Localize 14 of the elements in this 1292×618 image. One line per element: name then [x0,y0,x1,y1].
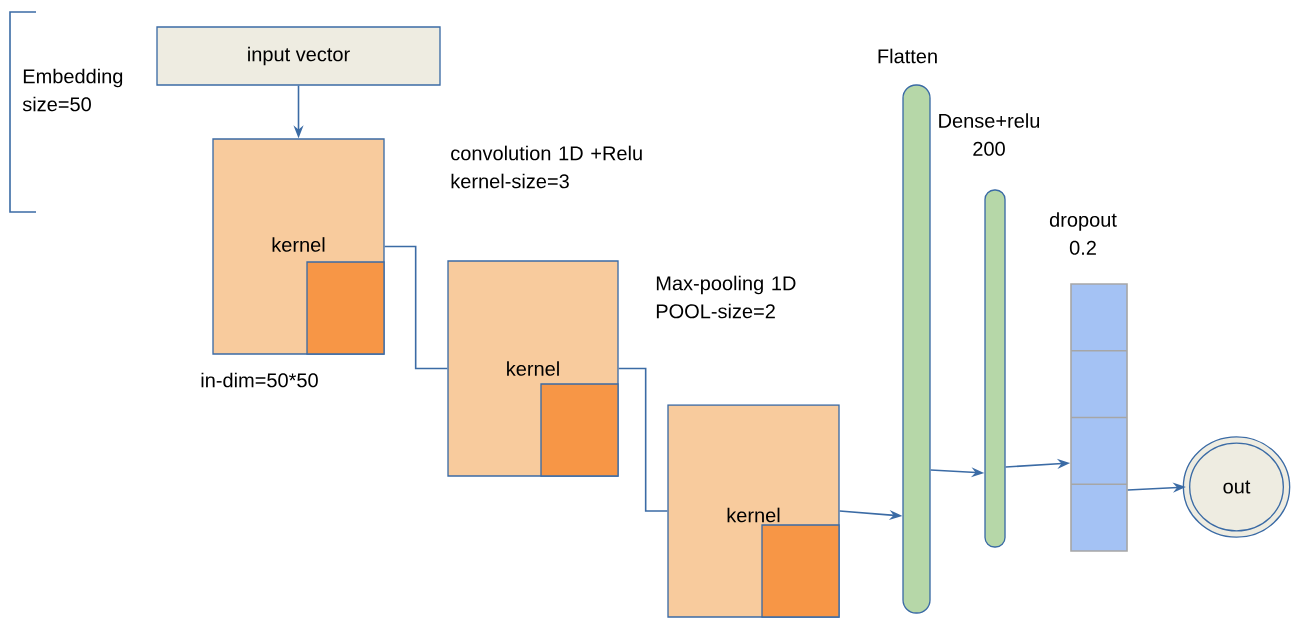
kernel-square [761,524,840,618]
annotation-text: Max-pooling 1D POOL-size=2 [656,275,796,319]
input-box: input vector [156,26,441,86]
annotation-text: convolution 1D +Relu kernel-size=3 [451,145,642,189]
dense-layer-bar: Flatten [878,48,937,614]
annotation-text: Embedding size=50 [22,68,123,112]
kernel-square [306,261,385,355]
node-label: Dense+relu 200 [939,113,1040,156]
dropout-column: dropout 0.2 [1049,212,1128,552]
node-label: Flatten [878,48,937,64]
dense-layer-bar: Dense+relu 200 [939,113,1040,548]
node-label: dropout 0.2 [1049,212,1117,255]
kernel-square [540,383,619,477]
annotation-text: in-dim=50*50 [201,372,318,388]
